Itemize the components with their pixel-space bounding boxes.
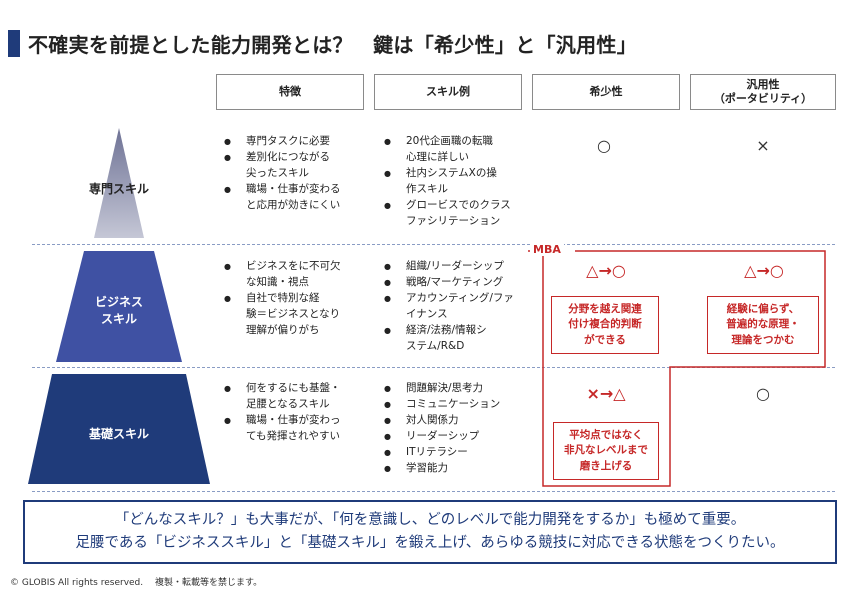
list-item: 職場・仕事が変わっ ても発揮されやすい: [224, 413, 374, 445]
row-divider: [32, 367, 835, 368]
versatility-note-business: 経験に偏らず、 普遍的な原理・ 理論をつかむ: [707, 296, 819, 354]
header-skill-examples: スキル例: [374, 74, 522, 110]
copyright-footer: © GLOBIS All rights reserved. 複製・転載等を禁じま…: [10, 578, 263, 588]
pyramid-tip-shape: [94, 128, 144, 238]
header-features: 特徴: [216, 74, 364, 110]
row-divider: [32, 491, 835, 492]
summary-line-2: 足腰である「ビジネススキル」と「基礎スキル」を鍛え上げ、あらゆる競技に対応できる…: [75, 535, 785, 551]
summary-line-1: 「どんなスキル？」も大事だが、「何を意識し、どのレベルで能力開発をするか」も極め…: [114, 511, 746, 528]
list-item: 20代企画職の転職 心理に詳しい: [384, 134, 534, 166]
rarity-note-basic: 平均点ではなく 非凡なレベルまで 磨き上げる: [553, 422, 659, 480]
examples-list-basic: 問題解決/思考力 コミュニケーション 対人関係力 リーダーシップ ITリテラシー…: [384, 381, 534, 477]
row-label-specialized: 専門スキル: [88, 182, 149, 196]
list-item: 対人関係力: [384, 413, 534, 429]
mba-label: MBA: [530, 243, 564, 256]
list-item: 差別化につながる 尖ったスキル: [224, 150, 374, 182]
list-item: 何をするにも基盤・ 足腰となるスキル: [224, 381, 374, 413]
list-item: ビジネスをに不可欠 な知識・視点: [224, 259, 374, 291]
features-list-specialized: 専門タスクに必要 差別化につながる 尖ったスキル 職場・仕事が変わる と応用が効…: [224, 134, 374, 214]
list-item: 組織/リーダーシップ: [384, 259, 534, 275]
header-versatility: 汎用性 （ポータビリティ）: [690, 74, 836, 110]
list-item: アカウンティング/ファ イナンス: [384, 291, 534, 323]
list-item: 学習能力: [384, 461, 534, 477]
versatility-mark-business: △→○: [744, 261, 784, 280]
examples-list-specialized: 20代企画職の転職 心理に詳しい 社内システムXの操 作スキル グロービスでのク…: [384, 134, 534, 230]
mba-border-line: [528, 250, 826, 487]
rarity-mark-business: △→○: [586, 261, 626, 280]
list-item: 戦略/マーケティング: [384, 275, 534, 291]
list-item: グロービスでのクラス ファシリテーション: [384, 198, 534, 230]
pyramid-base-shape: [28, 374, 210, 484]
rarity-mark-specialized: ○: [597, 136, 611, 155]
row-label-business: ビジネス スキル: [94, 295, 143, 326]
rarity-mark-basic: ×→△: [586, 384, 626, 403]
list-item: 専門タスクに必要: [224, 134, 374, 150]
pyramid-middle-shape: [56, 251, 182, 362]
list-item: 経済/法務/情報シ ステム/R&D: [384, 323, 534, 355]
versatility-mark-basic: ○: [756, 384, 770, 403]
versatility-mark-specialized: ×: [756, 136, 770, 155]
features-list-basic: 何をするにも基盤・ 足腰となるスキル 職場・仕事が変わっ ても発揮されやすい: [224, 381, 374, 445]
list-item: 社内システムXの操 作スキル: [384, 166, 534, 198]
title-accent-bar: [8, 30, 20, 57]
pyramid-top-specialized: [94, 128, 144, 238]
rarity-note-business: 分野を越え関連 付け複合的判断 ができる: [551, 296, 659, 354]
header-rarity: 希少性: [532, 74, 680, 110]
list-item: リーダーシップ: [384, 429, 534, 445]
list-item: コミュニケーション: [384, 397, 534, 413]
row-label-basic: 基礎スキル: [88, 427, 149, 441]
pyramid-middle-business: [56, 251, 182, 362]
page-title: 不確実を前提とした能力開発とは？ 鍵は「希少性」と「汎用性」: [28, 33, 637, 57]
row-divider: [32, 244, 835, 245]
list-item: 自社で特別な経 験＝ビジネスとなり 理解が偏りがち: [224, 291, 374, 339]
list-item: 問題解決/思考力: [384, 381, 534, 397]
pyramid-base-basic: [28, 374, 210, 484]
list-item: ITリテラシー: [384, 445, 534, 461]
features-list-business: ビジネスをに不可欠 な知識・視点 自社で特別な経 験＝ビジネスとなり 理解が偏り…: [224, 259, 374, 339]
examples-list-business: 組織/リーダーシップ 戦略/マーケティング アカウンティング/ファ イナンス 経…: [384, 259, 534, 355]
list-item: 職場・仕事が変わる と応用が効きにくい: [224, 182, 374, 214]
summary-box: 「どんなスキル？」も大事だが、「何を意識し、どのレベルで能力開発をするか」も極め…: [23, 500, 837, 564]
